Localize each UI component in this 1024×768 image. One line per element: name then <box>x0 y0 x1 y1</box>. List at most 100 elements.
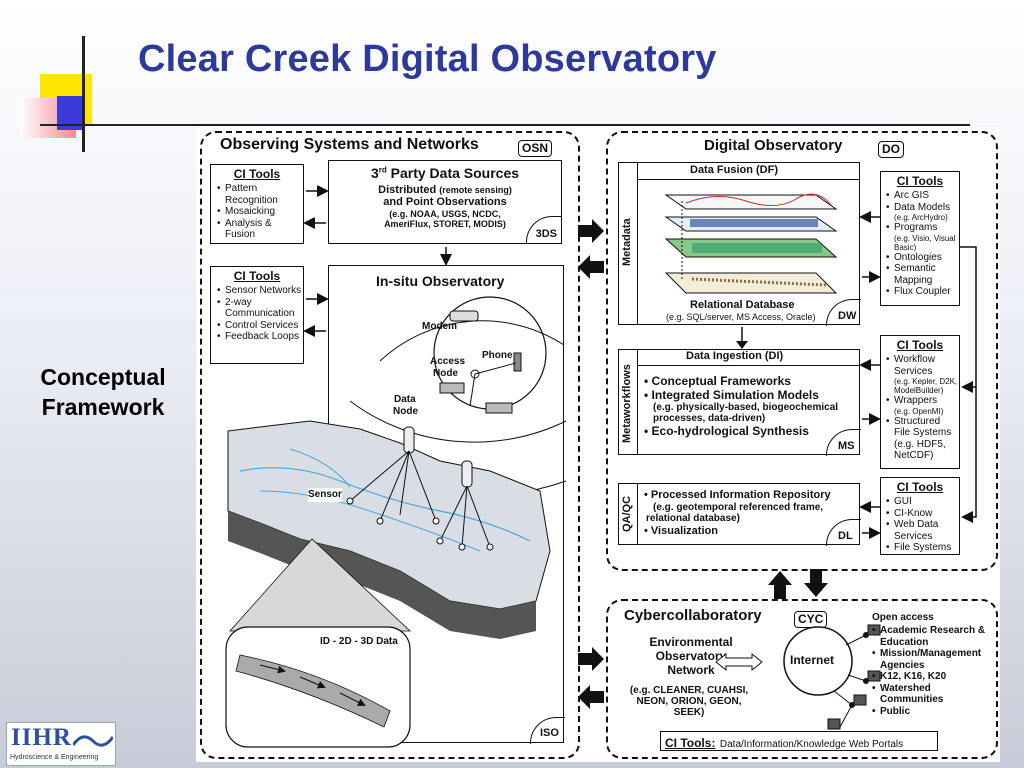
insitu-label-data-node-1: Data <box>394 394 416 405</box>
cyc-ci-tools-label: CI Tools: <box>665 736 716 750</box>
df-di-arrow <box>736 327 748 349</box>
cyc-network-note-3: SEEK) <box>673 707 705 718</box>
relational-db-title: Relational Database <box>690 299 795 311</box>
osn-title: Observing Systems and Networks <box>220 136 479 153</box>
qa-qc-content: • Processed Information Repository (e.g.… <box>644 488 858 538</box>
iihr-logo: IIHR Hydroscience & Engineering <box>6 722 116 766</box>
logo-wave-icon <box>73 735 113 747</box>
do-ci1-item-4: Semantic Mapping <box>894 263 936 286</box>
do-ci1-item-2-note: (e.g. Visio, Visual Basic) <box>894 233 956 252</box>
do-ci1-item-1-note: (e.g. ArcHydro) <box>894 213 948 222</box>
insitu-label-access-node-2: Node <box>433 368 458 379</box>
do-ci-tools-3-title: CI Tools <box>896 480 944 494</box>
list-item: Pattern Recognition <box>217 183 303 206</box>
osn-tag: OSN <box>518 140 553 157</box>
do-ci1-item-2: Programs <box>894 222 938 233</box>
data-ingestion-content: • Conceptual Frameworks • Integrated Sim… <box>644 374 858 438</box>
do-ci-tools-2-list: Workflow Services(e.g. Kepler, D2K, Mode… <box>886 354 959 462</box>
open-access-list: Academic Research & Education Mission/Ma… <box>872 625 992 717</box>
list-item: Arc GIS <box>886 190 959 202</box>
cyc-network-line-1: Environmental <box>649 635 733 649</box>
qa-qc-box <box>618 483 860 545</box>
osn-do-arrows <box>578 219 604 279</box>
qa-item-1: • Processed Information Repository <box>644 489 831 501</box>
list-item: Feedback Loops <box>217 331 303 343</box>
internet-network <box>783 624 881 730</box>
di-note-2: processes, data-driven) <box>653 413 766 424</box>
list-item: K12, K16, K20 <box>872 671 992 683</box>
list-item: Structured File Systems(e.g. HDF5, NetCD… <box>886 416 959 462</box>
qa-note-1: (e.g. geotemporal referenced frame, <box>653 502 824 513</box>
insitu-label-access-node-1: Access <box>430 356 466 367</box>
third-party-line-3: (e.g. NOAA, USGS, NCDC, <box>389 209 501 219</box>
internet-label: Internet <box>790 653 835 667</box>
list-item: Web Data Services <box>886 519 959 542</box>
do-ci2-item-1-note: (e.g. OpenMI) <box>894 406 944 416</box>
list-item: Semantic Mapping <box>886 263 959 286</box>
di-note-1: (e.g. physically-based, biogeochemical <box>653 402 839 413</box>
third-party-sources-box: 3rd Party Data Sources Distributed (remo… <box>328 160 562 244</box>
do-cyc-arrows <box>768 569 828 599</box>
osn-ci-tools-1-list: Pattern Recognition Mosaicking Analysis … <box>217 183 303 241</box>
logo-text: IIHR <box>11 724 72 751</box>
slide-title: Clear Creek Digital Observatory <box>138 38 717 80</box>
do-ci1-item-1: Data Models <box>894 201 951 213</box>
insitu-title: In-situ Observatory <box>376 273 505 289</box>
list-item: Analysis & Fusion <box>217 218 303 241</box>
do-ci2-item-0-note: (e.g. Kepler, D2K, ModelBuilder) <box>894 377 958 395</box>
third-party-line-2: and Point Observations <box>383 196 507 208</box>
dw-code: DW <box>838 310 857 322</box>
cyc-network-line-3: Network <box>667 663 715 677</box>
insitu-label-modem: Modem <box>422 321 457 332</box>
decor-vertical-line <box>82 36 85 152</box>
data-fusion-side <box>618 162 638 325</box>
data-ingestion-title: Data Ingestion (DI) <box>686 350 784 362</box>
ms-code: MS <box>838 440 855 452</box>
data-ingestion-box <box>618 349 860 455</box>
list-item: File Systems <box>886 542 959 554</box>
third-party-title: 3rd Party Data Sources <box>329 165 561 181</box>
qa-note-2: relational database) <box>646 513 740 524</box>
data-ingestion-side-label: Metaworkflows <box>621 364 633 444</box>
do-ci2-item-2-note: (e.g. HDF5, NetCDF) <box>894 438 946 462</box>
do-ci-tools-2: CI Tools Workflow Services(e.g. Kepler, … <box>880 335 960 469</box>
framework-diagram: Observing Systems and Networks OSN CI To… <box>196 127 1000 762</box>
data-fusion-title: Data Fusion (DF) <box>690 164 778 176</box>
data-fusion-side-label: Metadata <box>621 218 633 266</box>
do-ci-tools-1-title: CI Tools <box>896 174 944 188</box>
do-ci-tools-3-list: GUI CI-Know Web Data Services File Syste… <box>886 496 959 554</box>
dl-code: DL <box>838 530 853 542</box>
qa-qc-side-label: QA/QC <box>621 495 633 533</box>
side-label-line-2: Framework <box>41 394 165 420</box>
qa-item-2: • Visualization <box>644 525 718 537</box>
do-title: Digital Observatory <box>704 137 843 154</box>
qa-item-1-text: Processed Information Repository <box>650 489 831 501</box>
do-ci2-item-1: Wrappers <box>894 395 938 406</box>
do-ci-tools-3: CI Tools GUI CI-Know Web Data Services F… <box>880 477 960 555</box>
open-access-title: Open access <box>872 612 934 623</box>
cyc-ci-tools-box: CI Tools: Data/Information/Knowledge Web… <box>660 731 938 751</box>
do-ci-tools-2-title: CI Tools <box>896 338 944 352</box>
logo-subtext: Hydroscience & Engineering <box>10 754 99 761</box>
list-item: CI-Know <box>886 508 959 520</box>
list-item: Programs(e.g. Visio, Visual Basic) <box>886 222 959 252</box>
decor-horizontal-line <box>40 124 970 126</box>
cyc-network: Environmental Observatory Network <box>616 635 766 677</box>
list-item: 2-way Communication <box>217 297 303 320</box>
side-label-line-1: Conceptual <box>40 364 166 390</box>
data-ingestion-title-rule <box>638 365 860 366</box>
third-party-code: 3DS <box>535 228 557 240</box>
osn-ci-tools-2-title: CI Tools <box>233 269 281 283</box>
do-tag: DO <box>878 141 904 158</box>
cyc-network-note-2: NEON, ORION, GEON, <box>636 696 742 707</box>
third-party-distributed-note: (remote sensing) <box>439 185 512 195</box>
insitu-label-data-node-2: Node <box>393 406 418 417</box>
cyc-ci-tools-text: Data/Information/Knowledge Web Portals <box>719 739 904 750</box>
list-item: Wrappers(e.g. OpenMI) <box>886 395 959 416</box>
list-item: Workflow Services(e.g. Kepler, D2K, Mode… <box>886 354 959 395</box>
osn-ci-tools-1: CI Tools Pattern Recognition Mosaicking … <box>210 164 304 244</box>
di-item-3-text: Eco-hydrological Synthesis <box>651 424 809 438</box>
cyc-network-line-2: Observatory <box>655 649 727 663</box>
insitu-label-inset: ID - 2D - 3D Data <box>320 636 398 647</box>
cyc-network-note-1: (e.g. CLEANER, CUAHSI, <box>629 685 749 696</box>
